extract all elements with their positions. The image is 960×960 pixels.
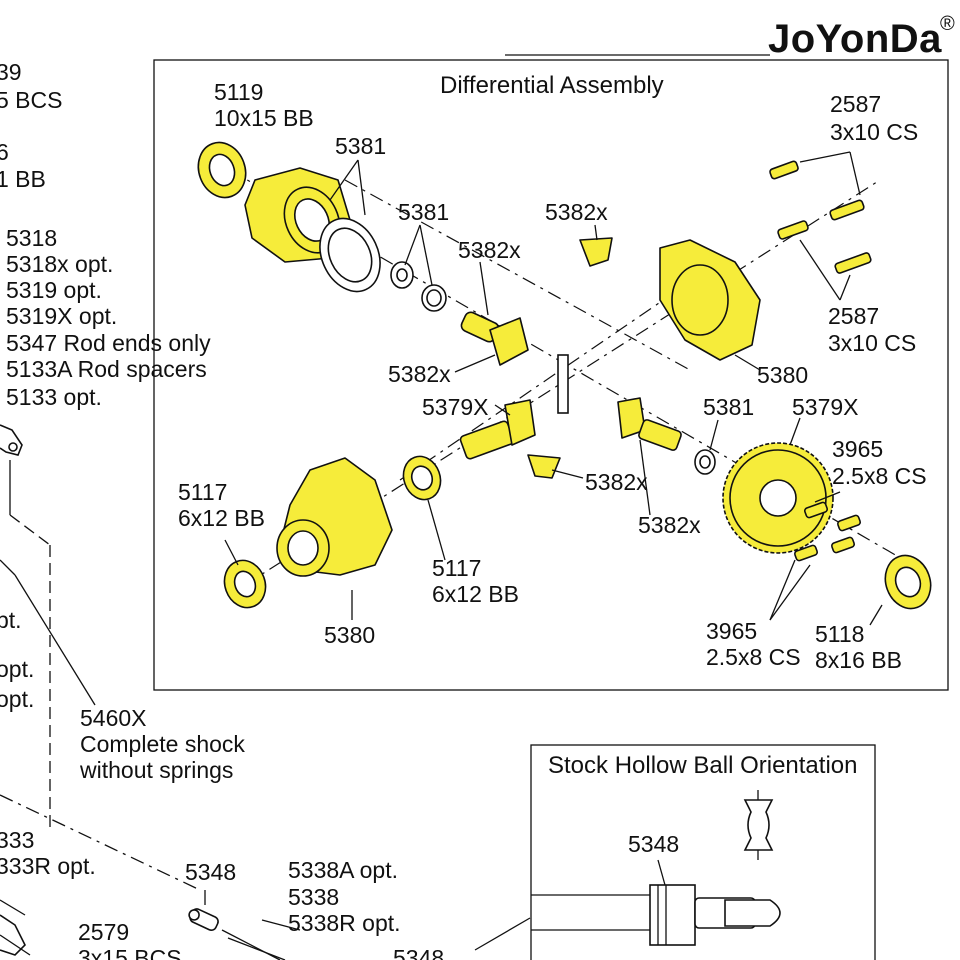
label-5381-a: 5381	[335, 133, 386, 159]
left-label-20: 5348	[185, 859, 236, 885]
left-label-13: opt.	[0, 656, 34, 682]
label-5118-desc: 8x16 BB	[815, 647, 902, 673]
label-3965-a-desc: 2.5x8 CS	[832, 463, 927, 489]
label-5117-a: 5117	[178, 479, 227, 505]
label-2587-a: 2587	[830, 91, 881, 117]
output-gear-left	[459, 399, 536, 460]
left-label-19: 333R opt.	[0, 853, 96, 879]
label-5380-b: 5380	[324, 622, 375, 648]
left-label-17: without springs	[79, 757, 233, 783]
left-label-1: 39	[0, 59, 22, 85]
label-5382x-a: 5382x	[545, 199, 608, 225]
label-5117-b-desc: 6x12 BB	[432, 581, 519, 607]
label-3965-b-desc: 2.5x8 CS	[706, 644, 801, 670]
label-5380-a: 5380	[757, 362, 808, 388]
left-label-22: 5338	[288, 884, 339, 910]
left-label-7: 5319 opt.	[6, 277, 102, 303]
left-label-24: 2579	[78, 919, 129, 945]
label-3965-a: 3965	[832, 436, 883, 462]
brand-logo: JoYonDa ®	[505, 13, 955, 61]
cross-pin	[557, 354, 569, 414]
bearing-5117-b	[223, 559, 267, 609]
registered-mark: ®	[940, 13, 955, 35]
bevel-gear-upper	[460, 311, 529, 366]
label-5119-desc: 10x15 BB	[214, 105, 314, 131]
orientation-title: Stock Hollow Ball Orientation	[548, 752, 857, 779]
left-label-18: 333	[0, 827, 34, 853]
bearing-5117-a	[402, 455, 442, 501]
label-5381-b: 5381	[398, 199, 449, 225]
left-label-12: pt.	[0, 607, 22, 633]
left-label-8: 5319X opt.	[6, 303, 117, 329]
left-label-21: 5338A opt.	[288, 857, 398, 883]
label-5382x-c: 5382x	[388, 361, 451, 387]
left-label-2: 5 BCS	[0, 87, 62, 113]
left-partial-drawings	[0, 424, 531, 960]
left-label-9: 5347 Rod ends only	[6, 330, 211, 356]
left-label-3: 6	[0, 139, 9, 165]
brand-name: JoYonDa	[768, 17, 942, 61]
left-label-10: 5133A Rod spacers	[6, 356, 207, 382]
left-label-5: 5318	[6, 225, 57, 251]
label-5382x-d: 5382x	[585, 469, 648, 495]
left-label-4: 1 BB	[0, 166, 46, 192]
housing-upper-5380	[659, 239, 761, 361]
left-label-16: Complete shock	[80, 731, 245, 757]
orientation-box: Stock Hollow Ball Orientation 5348	[530, 744, 876, 960]
bearing-5119	[197, 141, 247, 199]
left-label-11: 5133 opt.	[6, 384, 102, 410]
bearing-5118	[884, 554, 932, 610]
label-2587-b: 2587	[828, 303, 879, 329]
label-5117-b: 5117	[432, 555, 481, 581]
label-2587-a-desc: 3x10 CS	[830, 119, 918, 145]
spider-gear-top	[579, 237, 613, 267]
gasket-5381	[319, 217, 381, 293]
hollow-ball-icon	[743, 790, 774, 860]
label-5381-c: 5381	[703, 394, 754, 420]
spider-gear-bottom	[527, 454, 561, 479]
label-5382x-b: 5382x	[458, 237, 521, 263]
left-label-26: 5348	[393, 945, 444, 960]
left-labels: 39 5 BCS 6 1 BB 5318 5318x opt. 5319 opt…	[0, 59, 444, 960]
housing-lower-5380	[276, 457, 393, 577]
label-2587-b-desc: 3x10 CS	[828, 330, 916, 356]
leader-lines	[224, 159, 883, 626]
assembly-labels: 5119 10x15 BB 5381 5381 5382x 5382x 2587…	[178, 79, 927, 673]
label-5379x-b: 5379X	[792, 394, 859, 420]
orientation-part-label: 5348	[628, 831, 679, 857]
label-5382x-e: 5382x	[638, 512, 701, 538]
output-gear-right	[617, 397, 682, 451]
differential-assembly-title: Differential Assembly	[440, 72, 664, 99]
left-label-25: 3x15 BCS	[78, 945, 182, 960]
label-5117-a-desc: 6x12 BB	[178, 505, 265, 531]
left-label-23: 5338R opt.	[288, 910, 401, 936]
left-label-14: opt.	[0, 686, 34, 712]
label-5379x-a: 5379X	[422, 394, 489, 420]
differential-assembly-frame	[153, 59, 949, 691]
screws-2587	[769, 151, 872, 301]
left-label-6: 5318x opt.	[6, 251, 113, 277]
ring-gear	[722, 442, 834, 554]
label-3965-b: 3965	[706, 618, 757, 644]
label-5119: 5119	[214, 79, 263, 105]
label-5118: 5118	[815, 621, 864, 647]
left-label-15: 5460X	[80, 705, 147, 731]
screws-3965	[769, 491, 862, 621]
